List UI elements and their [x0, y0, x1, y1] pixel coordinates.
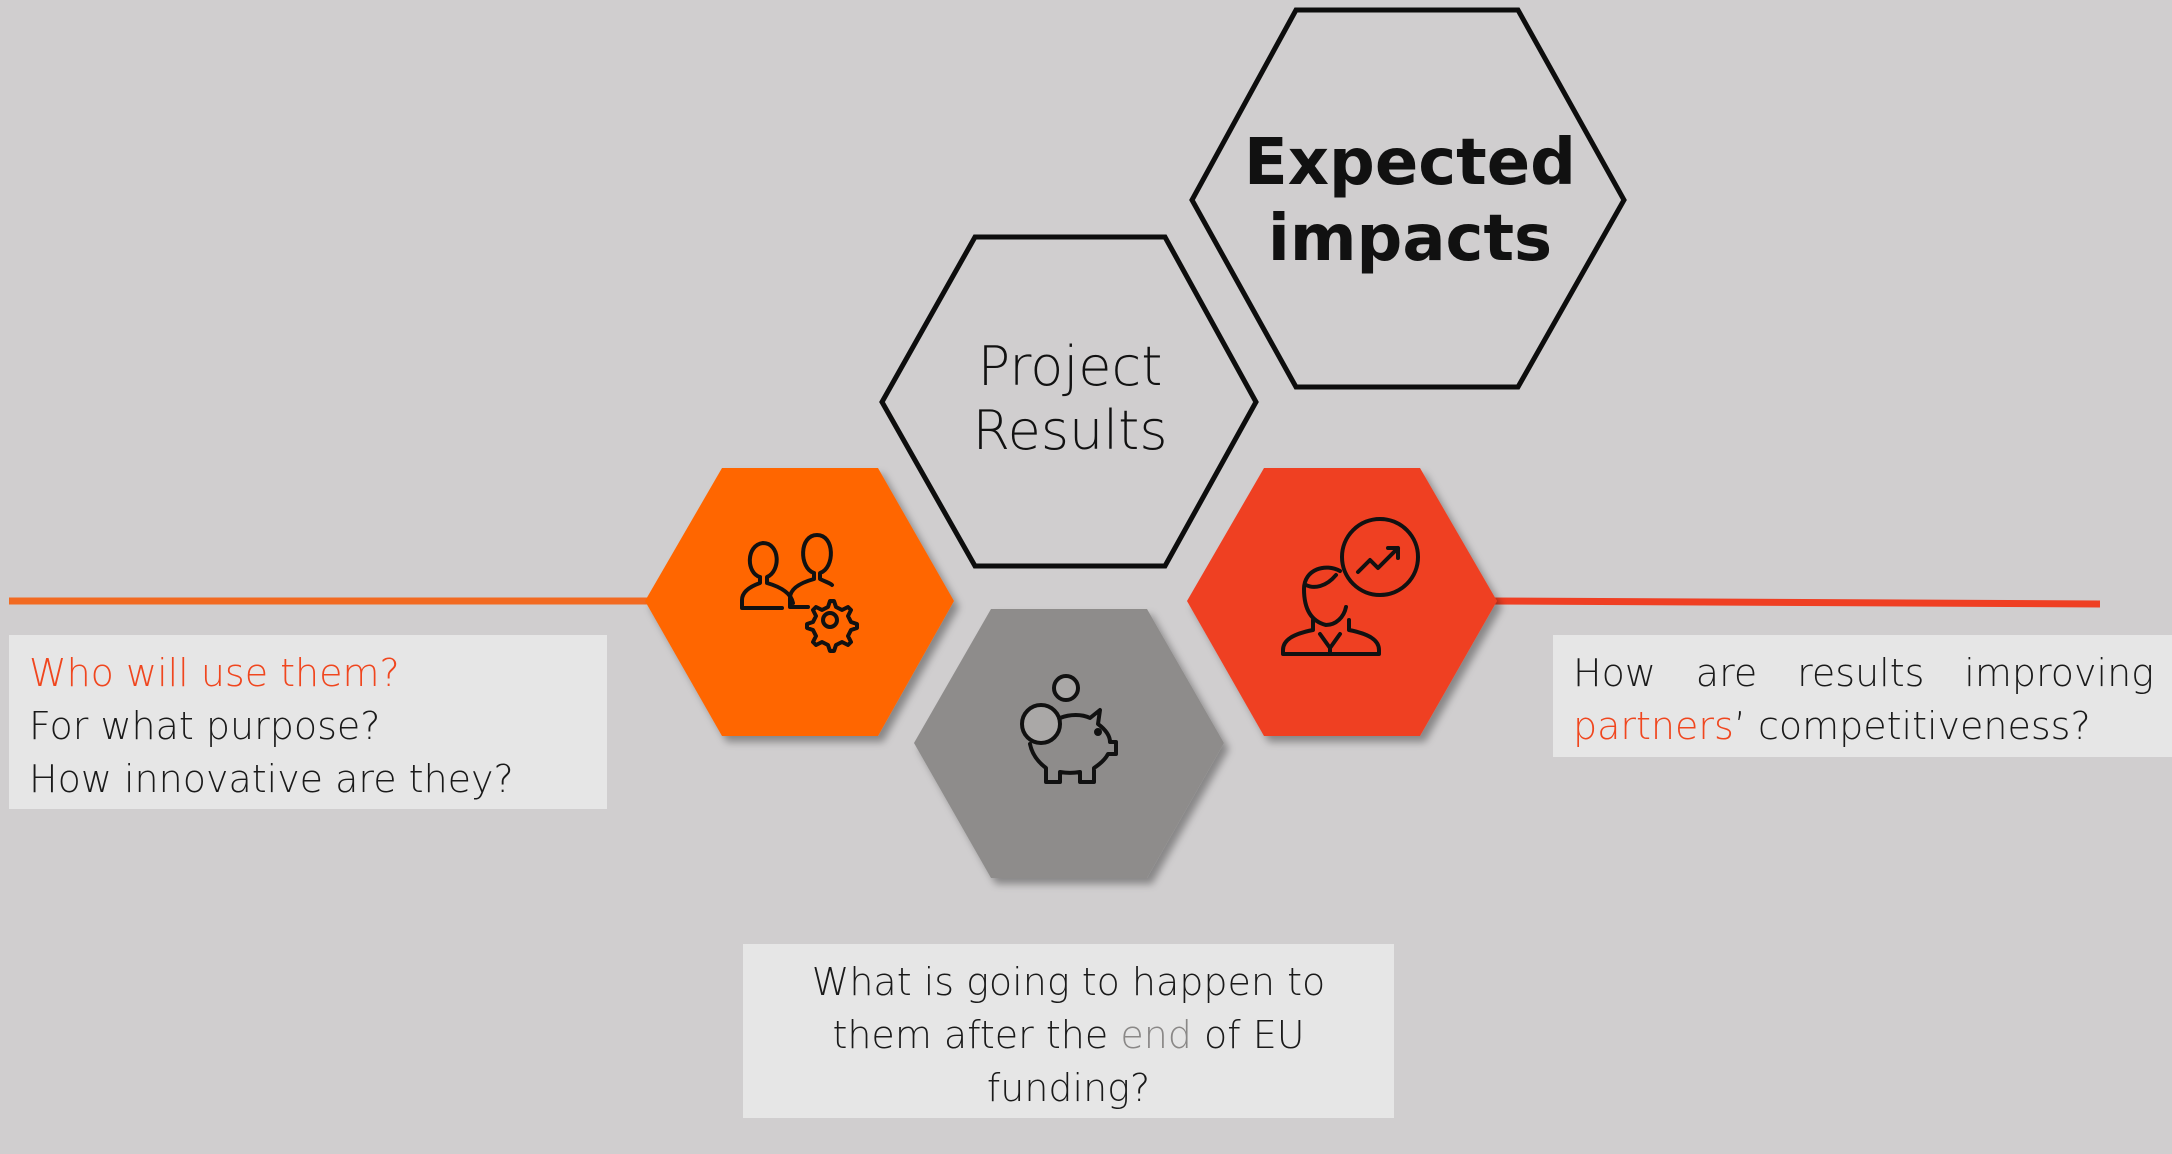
competitiveness-question-rest: ’ competitiveness? — [1733, 704, 2091, 748]
users-question-line3: How innovative are they? — [29, 757, 514, 801]
growth-person-icon — [1281, 517, 1420, 656]
competitiveness-question-line2: partners’ competitiveness? — [1573, 700, 2154, 753]
users-question-line2: For what purpose? — [29, 704, 381, 748]
expected-impacts-label: Expected impacts — [1200, 125, 1620, 277]
users-gear-icon — [740, 533, 859, 653]
question-word: are — [1695, 651, 1758, 695]
question-word: results — [1797, 651, 1925, 695]
end-highlight: end — [1120, 1013, 1192, 1057]
expected-impacts-line2: impacts — [1267, 202, 1553, 276]
funding-question-box: What is going to happen to them after th… — [743, 944, 1394, 1118]
funding-hexagon — [914, 609, 1224, 878]
piggy-bank-icon — [1020, 674, 1118, 784]
users-question-line1: Who will use them? — [29, 651, 400, 695]
project-results-label: Project Results — [900, 335, 1240, 463]
funding-question-line3: funding? — [986, 1066, 1151, 1110]
funding-question-line2-before: them after the — [832, 1013, 1121, 1057]
question-word: improving — [1964, 651, 2154, 695]
competitiveness-question-line1: How are results improving — [1573, 647, 2154, 700]
funding-question-line2: them after the end of EU — [763, 1009, 1374, 1062]
users-question-box: Who will use them? For what purpose? How… — [9, 635, 607, 809]
users-hexagon — [645, 468, 954, 736]
right-connector-line — [1489, 597, 2101, 608]
funding-question-line1: What is going to happen to — [811, 960, 1326, 1004]
competitiveness-hexagon — [1187, 468, 1497, 736]
expected-impacts-hexagon — [1189, 7, 1627, 390]
competitiveness-question-box: How are results improving partners’ comp… — [1553, 635, 2172, 757]
funding-question-line2-after: of EU — [1191, 1013, 1305, 1057]
partners-highlight: partners — [1573, 704, 1734, 748]
expected-impacts-line1: Expected — [1244, 126, 1576, 200]
project-results-line2: Results — [972, 399, 1168, 462]
project-results-line1: Project — [977, 335, 1163, 398]
project-results-hexagon — [879, 234, 1259, 569]
question-word: How — [1573, 651, 1656, 695]
